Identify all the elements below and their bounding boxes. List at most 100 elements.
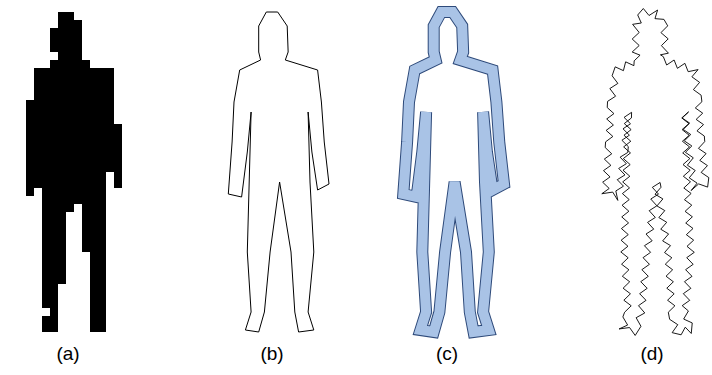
- pixel: [66, 92, 74, 100]
- pixel: [50, 188, 58, 196]
- pixel: [82, 188, 90, 196]
- pixel: [42, 300, 50, 308]
- pixel: [90, 276, 98, 284]
- pixel: [50, 284, 58, 292]
- pixel: [66, 156, 74, 164]
- pixel: [66, 116, 74, 124]
- pixel: [66, 28, 74, 36]
- pixel: [98, 116, 106, 124]
- pixel: [50, 236, 58, 244]
- pixel: [58, 196, 66, 204]
- pixel: [42, 108, 50, 116]
- pixel: [34, 116, 42, 124]
- pixel: [106, 84, 114, 92]
- pixel: [50, 180, 58, 188]
- pixel: [90, 316, 98, 324]
- pixel: [106, 116, 114, 124]
- pixel: [50, 60, 58, 68]
- pixel: [66, 180, 74, 188]
- pixel: [50, 220, 58, 228]
- outline-path: [228, 12, 329, 332]
- pixel: [50, 44, 58, 52]
- pixel: [106, 100, 114, 108]
- pixel: [58, 156, 66, 164]
- pixel: [66, 148, 74, 156]
- pixel: [34, 68, 42, 76]
- pixel: [58, 124, 66, 132]
- pixel: [98, 276, 106, 284]
- pixel: [58, 52, 66, 60]
- pixel: [98, 68, 106, 76]
- pixel: [58, 236, 66, 244]
- pixel: [90, 116, 98, 124]
- pixel: [74, 76, 82, 84]
- pixel: [114, 156, 122, 164]
- pixel: [58, 188, 66, 196]
- pixel: [58, 20, 66, 28]
- pixel: [50, 308, 58, 316]
- panel-label: (b): [260, 343, 283, 365]
- pixel: [58, 100, 66, 108]
- pixel: [42, 260, 50, 268]
- pixel: [98, 100, 106, 108]
- pixel: [50, 124, 58, 132]
- pixel: [50, 212, 58, 220]
- pixel: [82, 148, 90, 156]
- pixel: [82, 92, 90, 100]
- panel-label: (c): [436, 343, 458, 365]
- pixel: [58, 44, 66, 52]
- pixel: [26, 156, 34, 164]
- pixel: [34, 76, 42, 84]
- pixel: [50, 68, 58, 76]
- pixel: [34, 108, 42, 116]
- pixel: [58, 148, 66, 156]
- pixel: [66, 196, 74, 204]
- pixel: [42, 132, 50, 140]
- pixel: [50, 76, 58, 84]
- pixel: [58, 180, 66, 188]
- pixel: [98, 212, 106, 220]
- pixel: [98, 172, 106, 180]
- pixel: [66, 84, 74, 92]
- pixel: [42, 284, 50, 292]
- pixel: [58, 12, 66, 20]
- pixel: [98, 164, 106, 172]
- pixel: [58, 172, 66, 180]
- pixel: [106, 92, 114, 100]
- pixel: [42, 228, 50, 236]
- pixel: [42, 324, 50, 332]
- pixel: [58, 228, 66, 236]
- pixel: [58, 68, 66, 76]
- pixel: [42, 92, 50, 100]
- pixel: [90, 180, 98, 188]
- pixel: [98, 148, 106, 156]
- pixel: [50, 228, 58, 236]
- pixel: [82, 236, 90, 244]
- pixel: [74, 164, 82, 172]
- pixel: [106, 164, 114, 172]
- pixel: [82, 140, 90, 148]
- pixel: [42, 180, 50, 188]
- pixel: [50, 204, 58, 212]
- pixel: [58, 28, 66, 36]
- pixel: [82, 100, 90, 108]
- pixel: [26, 148, 34, 156]
- pixel: [50, 316, 58, 324]
- pixel: [50, 196, 58, 204]
- pixel: [42, 276, 50, 284]
- pixel: [114, 180, 122, 188]
- pixel: [114, 140, 122, 148]
- pixel: [58, 204, 66, 212]
- pixel: [90, 260, 98, 268]
- pixel: [58, 116, 66, 124]
- pixel: [34, 100, 42, 108]
- pixel: [82, 244, 90, 252]
- pixel: [66, 172, 74, 180]
- pixel: [58, 60, 66, 68]
- pixel: [82, 212, 90, 220]
- pixel: [106, 124, 114, 132]
- pixel: [42, 140, 50, 148]
- pixel: [58, 140, 66, 148]
- pixel: [98, 76, 106, 84]
- pixel: [82, 164, 90, 172]
